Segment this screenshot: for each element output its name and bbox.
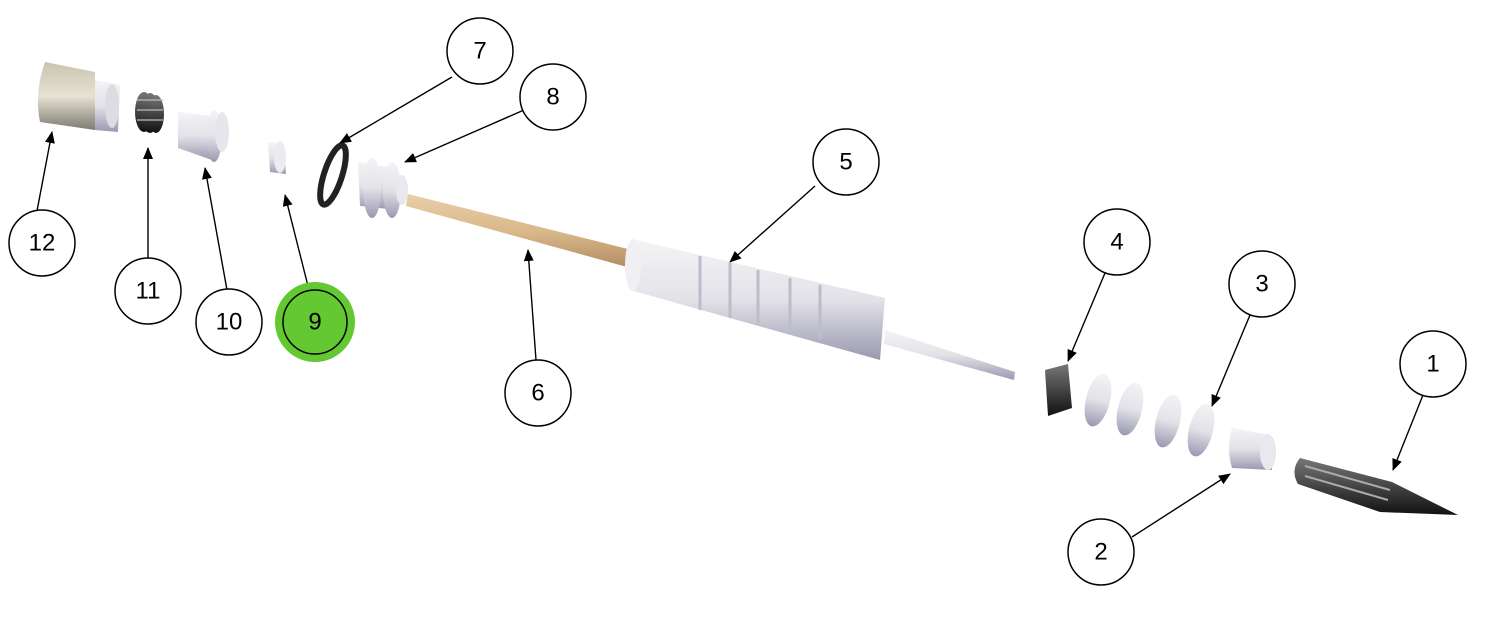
leader-12 — [36, 131, 55, 212]
callout-11[interactable]: 11 — [114, 257, 182, 325]
callout-label: 5 — [839, 149, 852, 176]
part-6-rod — [406, 194, 640, 270]
part-5-body — [625, 239, 1015, 380]
part-12-cap — [37, 62, 120, 132]
callout-7[interactable]: 7 — [446, 17, 514, 85]
part-3-washers — [1084, 373, 1215, 457]
callout-label: 6 — [531, 380, 544, 407]
part-8-guide — [358, 158, 408, 218]
callout-label: 2 — [1094, 539, 1107, 566]
callout-label: 7 — [473, 38, 486, 65]
part-7-o-ring — [317, 142, 349, 208]
part-2-sleeve — [1229, 428, 1276, 470]
callout-label: 8 — [546, 84, 559, 111]
part-10-bushing — [178, 110, 229, 162]
leader-5 — [729, 185, 816, 263]
callout-12[interactable]: 12 — [8, 209, 76, 277]
callout-10[interactable]: 10 — [195, 288, 263, 356]
callout-label: 10 — [216, 309, 243, 336]
callout-6[interactable]: 6 — [504, 359, 572, 427]
callout-3[interactable]: 3 — [1228, 250, 1296, 318]
callout-2[interactable]: 2 — [1067, 518, 1135, 586]
callout-label: 3 — [1255, 271, 1268, 298]
callout-5[interactable]: 5 — [812, 128, 880, 196]
leader-4 — [1067, 272, 1106, 362]
callout-label: 4 — [1110, 229, 1123, 256]
callout-8[interactable]: 8 — [519, 63, 587, 131]
part-11-spring — [135, 92, 164, 133]
part-4-nut — [1045, 364, 1072, 416]
leader-3 — [1211, 314, 1251, 407]
callout-label: 12 — [29, 230, 56, 257]
leader-9 — [282, 194, 310, 291]
part-1-tip — [1294, 458, 1458, 515]
leader-6 — [523, 249, 537, 361]
leader-7 — [339, 76, 453, 144]
callout-label: 9 — [308, 309, 321, 336]
callout-label: 1 — [1426, 351, 1439, 378]
leader-1 — [1392, 394, 1424, 471]
callout-1[interactable]: 1 — [1399, 330, 1467, 398]
part-9-ring — [268, 141, 286, 174]
leader-2 — [1131, 473, 1231, 538]
leader-8 — [404, 109, 525, 163]
callout-label: 11 — [136, 278, 161, 305]
callout-9-highlighted[interactable]: 9 — [275, 282, 355, 362]
leader-10 — [202, 167, 228, 291]
callout-4[interactable]: 4 — [1083, 208, 1151, 276]
